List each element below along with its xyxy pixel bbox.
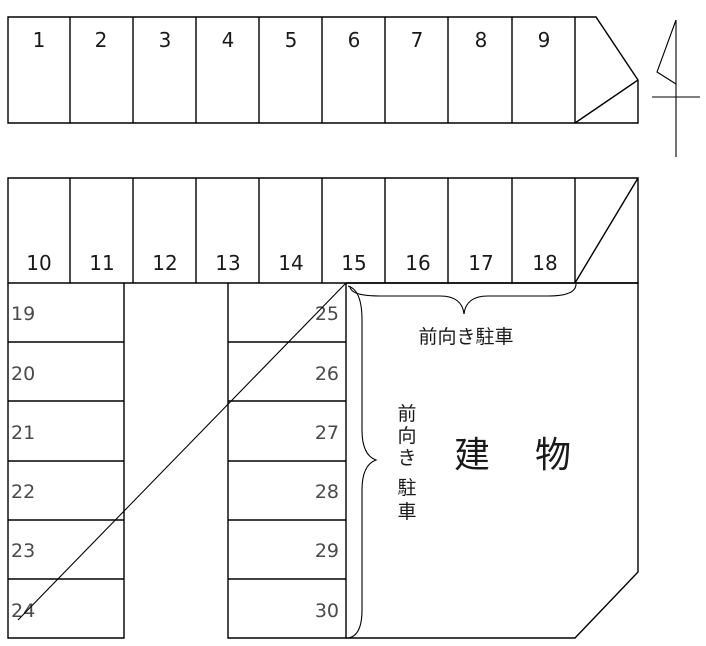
vertical-char: 向	[397, 425, 416, 447]
stall-number: 23	[11, 540, 35, 562]
top-row-stalls: 1 2 3 4 5 6 7 8 9	[7, 16, 639, 124]
stall-number: 13	[215, 251, 240, 275]
stall-number: 8	[475, 28, 488, 52]
stall-number: 26	[315, 363, 339, 385]
vertical-char: 車	[397, 501, 416, 523]
stall-number: 15	[341, 251, 366, 275]
stall-number: 5	[285, 28, 298, 52]
top-brace	[349, 283, 577, 315]
vertical-char: き	[397, 447, 416, 469]
middle-row-stalls: 10 11 12 13 14 15 16 17 18	[7, 177, 639, 284]
vertical-char: 駐	[397, 477, 416, 499]
forward-parking-label-side: 前 向 き 駐 車	[397, 403, 416, 523]
building-outline	[346, 282, 639, 639]
cross-diagonal	[17, 282, 347, 621]
building-char: 建	[454, 435, 490, 476]
stall-number: 19	[11, 303, 35, 325]
stall-number: 14	[278, 251, 303, 275]
stall-number: 7	[411, 28, 424, 52]
stall-number: 2	[95, 28, 108, 52]
stall-number: 10	[26, 251, 51, 275]
top-row-outline	[7, 16, 639, 124]
middle-corner-diagonal	[574, 177, 639, 284]
stall-number: 6	[348, 28, 361, 52]
building-char: 物	[535, 435, 571, 476]
building-label: 建 物	[454, 435, 571, 476]
stall-number: 17	[468, 251, 493, 275]
left-column-stalls: 19 20 21 22 23 24	[7, 283, 125, 639]
vertical-char: 前	[397, 403, 416, 425]
side-brace	[347, 285, 378, 639]
stall-number: 29	[315, 540, 339, 562]
stall-number: 30	[315, 600, 339, 622]
stall-number: 20	[11, 363, 35, 385]
stall-number: 28	[315, 481, 339, 503]
stall-number: 22	[11, 481, 35, 503]
stall-number: 9	[538, 28, 551, 52]
stall-number: 18	[532, 251, 557, 275]
stall-number: 16	[405, 251, 430, 275]
stall-number: 12	[152, 251, 177, 275]
stall-number: 11	[89, 251, 114, 275]
stall-number: 3	[159, 28, 172, 52]
stall-number: 25	[315, 303, 339, 325]
stall-number: 24	[11, 600, 35, 622]
stall-number: 1	[33, 28, 46, 52]
top-corner-diagonal	[574, 79, 639, 124]
stall-number: 21	[11, 422, 35, 444]
stall-number: 27	[315, 422, 339, 444]
stall-number: 4	[222, 28, 235, 52]
north-arrow-icon	[652, 19, 700, 157]
center-column-stalls: 25 26 27 28 29 30	[227, 283, 347, 639]
forward-parking-label-top: 前向き駐車	[418, 326, 513, 348]
